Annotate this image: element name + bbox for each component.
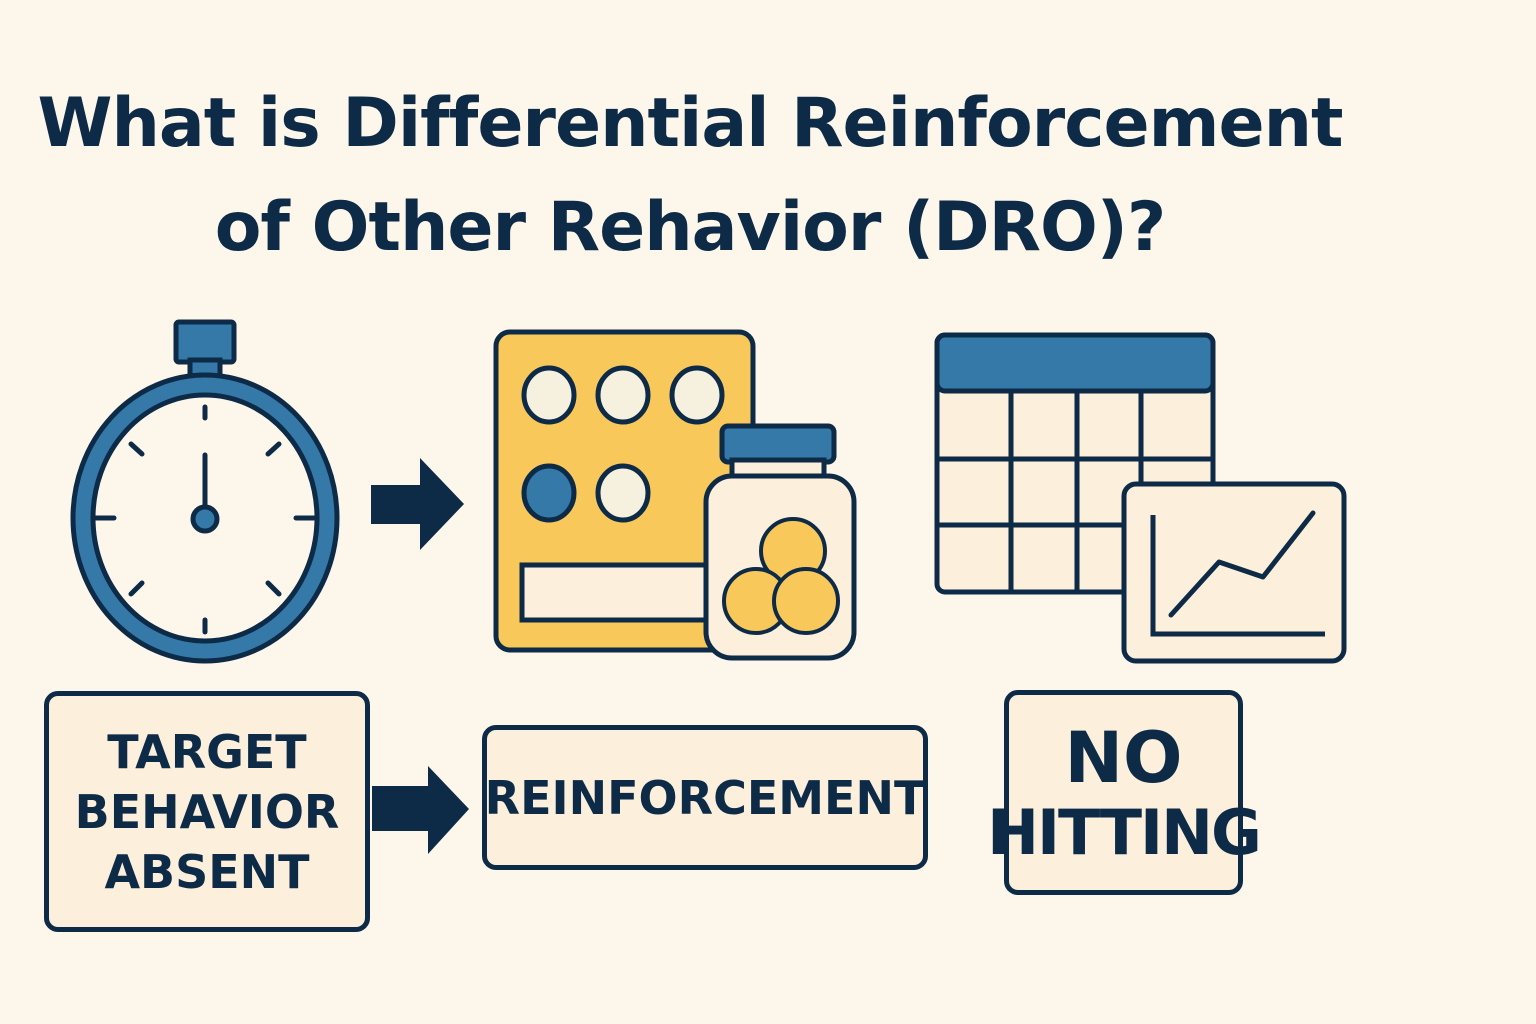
target-line-1: TARGET — [107, 724, 307, 779]
stopwatch-icon — [70, 319, 340, 664]
token-board-icon — [493, 329, 756, 653]
target-line-2: BEHAVIOR — [74, 784, 340, 839]
arrow-right-icon — [372, 766, 469, 854]
line-graph-icon — [1121, 481, 1347, 664]
target-line-3: ABSENT — [104, 844, 310, 899]
reinforcement-box: REINFORCEMENT — [482, 725, 928, 870]
target-behavior-absent-box: TARGET BEHAVIOR ABSENT — [44, 691, 370, 932]
no-hitting-line-2: HITTING — [987, 795, 1262, 869]
no-hitting-line-1: NO — [1064, 716, 1183, 799]
arrow-right-icon — [371, 458, 464, 550]
reinforcement-label: REINFORCEMENT — [484, 770, 926, 825]
no-hitting-sign: NO HITTING — [987, 690, 1262, 895]
jar-icon — [703, 423, 857, 661]
title-line-1: What is Differential Reinforcement — [37, 84, 1343, 163]
page-title: What is Differential Reinforcement of Ot… — [0, 72, 1380, 280]
title-line-2: of Other Rehavior (DRO)? — [214, 188, 1167, 267]
